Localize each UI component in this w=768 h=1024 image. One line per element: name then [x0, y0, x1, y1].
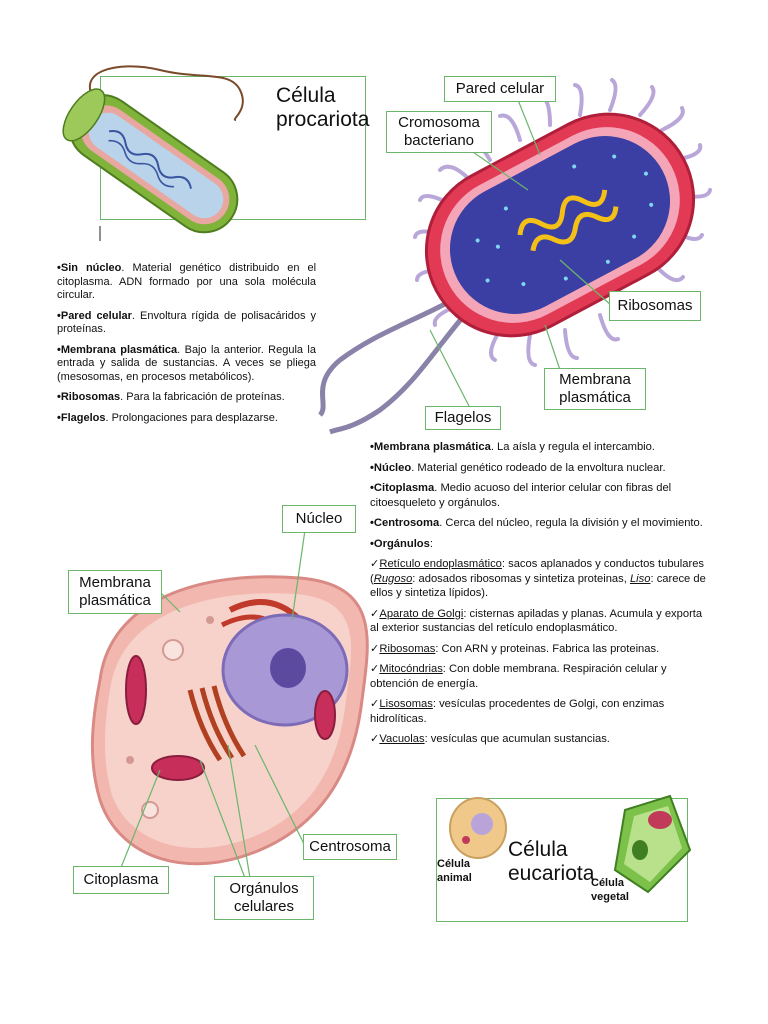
organelle-item: ✓Ribosomas: Con ARN y proteinas. Fabrica…: [370, 642, 660, 655]
organelle-item: ✓Aparato de Golgi: cisternas apiladas y …: [370, 607, 703, 635]
label-centrosome: Centrosoma: [303, 834, 397, 860]
label-eukaryote-membrane: Membrana plasmática: [68, 570, 162, 614]
label-cytoplasm: Citoplasma: [73, 866, 169, 894]
list-item: •Membrana plasmática. La aísla y regula …: [370, 441, 655, 453]
list-item: •Ribosomas. Para la fabricación de prote…: [57, 391, 285, 403]
organelle-item: ✓Mitocóndrias: Con doble membrana. Respi…: [370, 663, 667, 690]
list-item: •Orgánulos:: [370, 537, 433, 550]
list-item: •Pared celular. Envoltura rígida de poli…: [57, 309, 316, 336]
label-flagella: Flagelos: [425, 406, 501, 430]
list-item: •Sin núcleo. Material genético distribui…: [57, 262, 317, 301]
organelle-item: ✓Retículo endoplasmático: sacos aplanado…: [370, 558, 706, 599]
label-ribosomes: Ribosomas: [609, 291, 701, 321]
label-plasma-membrane: Membrana plasmática: [544, 368, 646, 410]
label-cell-wall: Pared celular: [444, 76, 556, 102]
organelle-item: ✓Lisosomas: vesículas procedentes de Gol…: [370, 698, 665, 725]
eukaryote-box-title: Célula eucariota: [508, 838, 595, 885]
plant-cell-label: Célula vegetal: [591, 877, 629, 903]
label-organelles: Orgánulos celulares: [214, 876, 314, 920]
eukaryote-description-list: •Membrana plasmática. La aísla y regula …: [370, 440, 710, 753]
list-item: •Membrana plasmática. Bajo la anterior. …: [57, 343, 316, 383]
label-nucleus: Núcleo: [282, 505, 356, 533]
list-item: •Citoplasma. Medio acuoso del interior c…: [370, 482, 672, 509]
organelle-item: ✓Vacuolas: vesículas que acumulan sustan…: [370, 733, 610, 745]
prokaryote-description-list: •Sin núcleo. Material genético distribui…: [57, 262, 316, 432]
label-bacterial-chromosome: Cromosoma bacteriano: [386, 111, 492, 153]
animal-cell-label: Célula animal: [437, 858, 472, 884]
list-item: •Flagelos. Prolongaciones para desplazar…: [57, 411, 278, 424]
prokaryote-title: Célula procariota: [276, 84, 370, 131]
list-item: •Centrosoma. Cerca del núcleo, regula la…: [370, 517, 703, 529]
list-item: •Núcleo. Material genético rodeado de la…: [370, 461, 666, 474]
